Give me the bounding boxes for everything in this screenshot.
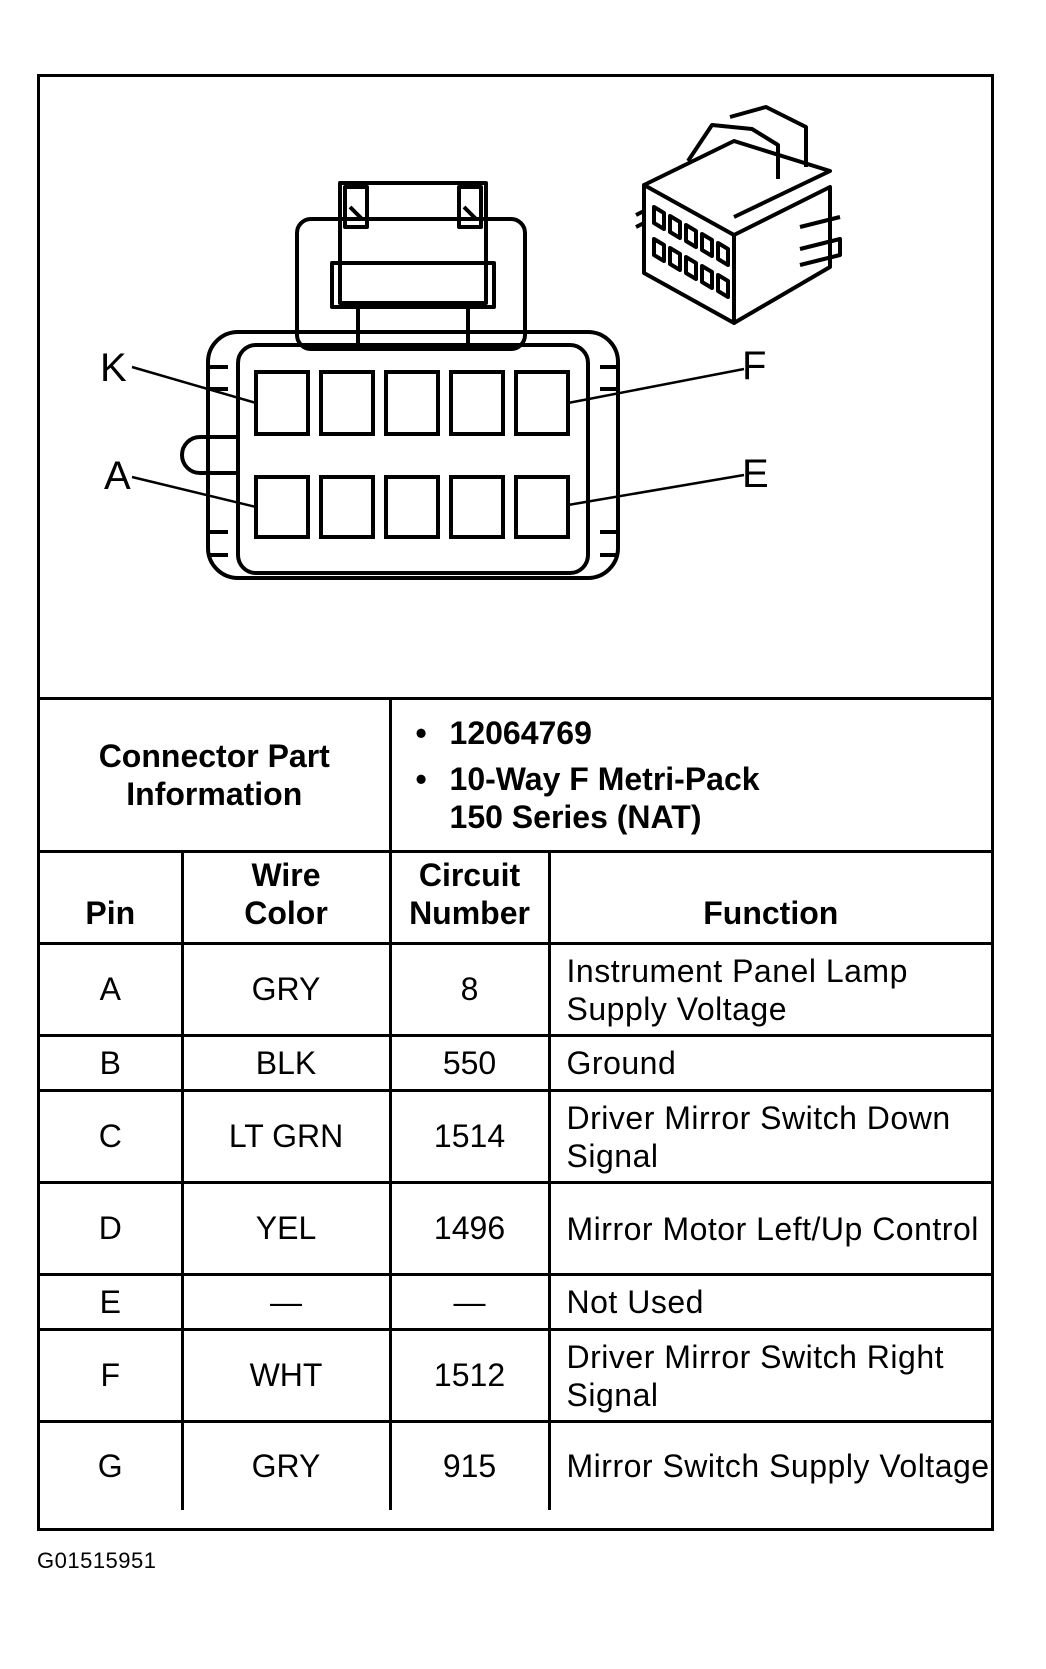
table-row: D YEL 1496 Mirror Motor Left/Up Control <box>40 1181 992 1276</box>
function-cell: Driver Mirror Switch Right Signal <box>547 1328 992 1423</box>
pin-cell: D <box>40 1181 184 1276</box>
wire-color-cell: GRY <box>180 1420 392 1510</box>
connector-frame: K A F E <box>37 74 994 1531</box>
pin-cell: B <box>40 1034 184 1092</box>
circuit-cell: — <box>388 1273 551 1331</box>
wire-color-cell: LT GRN <box>180 1089 392 1184</box>
circuit-cell: 550 <box>388 1034 551 1092</box>
circuit-cell: 8 <box>388 942 551 1037</box>
connector-face-drawing: K A F E <box>100 105 842 580</box>
pin-label-a: A <box>104 454 131 498</box>
connector-info-cell: 12064769 10-Way F Metri-Pack 150 Series … <box>388 697 992 853</box>
table-row: B BLK 550 Ground <box>40 1034 992 1092</box>
table-row: C LT GRN 1514 Driver Mirror Switch Down … <box>40 1089 992 1184</box>
function-cell: Driver Mirror Switch Down Signal <box>547 1089 992 1184</box>
header-circuit-number: Circuit Number <box>388 850 551 945</box>
function-cell: Instrument Panel Lamp Supply Voltage <box>547 942 992 1037</box>
function-cell: Not Used <box>547 1273 992 1331</box>
table-row: F WHT 1512 Driver Mirror Switch Right Si… <box>40 1328 992 1423</box>
connector-diagram: K A F E <box>40 77 991 697</box>
pin-label-e: E <box>742 452 769 496</box>
circuit-cell: 1512 <box>388 1328 551 1423</box>
circuit-cell: 915 <box>388 1420 551 1510</box>
figure-id-caption: G01515951 <box>37 1548 157 1573</box>
pin-cell: F <box>40 1328 184 1423</box>
connector-iso-icon <box>635 105 842 325</box>
table-row: A GRY 8 Instrument Panel Lamp Supply Vol… <box>40 942 992 1037</box>
table-row: E — — Not Used <box>40 1273 992 1331</box>
pin-cell: C <box>40 1089 184 1184</box>
function-cell: Ground <box>547 1034 992 1092</box>
pin-cell: A <box>40 942 184 1037</box>
pin-label-k: K <box>100 346 127 390</box>
connector-type: 10-Way F Metri-Pack 150 Series (NAT) <box>416 760 780 836</box>
wire-color-cell: WHT <box>180 1328 392 1423</box>
connector-part-number: 12064769 <box>416 714 992 752</box>
connector-info-label: Connector Part Information <box>40 697 392 853</box>
function-cell: Mirror Motor Left/Up Control <box>547 1181 992 1276</box>
circuit-cell: 1514 <box>388 1089 551 1184</box>
wire-color-cell: BLK <box>180 1034 392 1092</box>
pin-label-f: F <box>742 344 766 388</box>
header-row: Pin Wire Color Circuit Number Function <box>40 850 992 945</box>
connector-info-list: 12064769 10-Way F Metri-Pack 150 Series … <box>392 700 992 850</box>
header-wire-color: Wire Color <box>180 850 392 945</box>
pinout-table: Connector Part Information 12064769 10-W… <box>40 697 992 1510</box>
wire-color-cell: GRY <box>180 942 392 1037</box>
wire-color-cell: — <box>180 1273 392 1331</box>
connector-info-row: Connector Part Information 12064769 10-W… <box>40 697 992 853</box>
function-cell: Mirror Switch Supply Voltage <box>547 1420 992 1510</box>
table-row: G GRY 915 Mirror Switch Supply Voltage <box>40 1420 992 1510</box>
cavity-row-top <box>254 370 570 436</box>
header-pin: Pin <box>40 850 184 945</box>
wire-color-cell: YEL <box>180 1181 392 1276</box>
pin-cell: G <box>40 1420 184 1510</box>
circuit-cell: 1496 <box>388 1181 551 1276</box>
header-function: Function <box>547 850 992 945</box>
pin-cell: E <box>40 1273 184 1331</box>
cavity-row-bottom <box>254 475 570 539</box>
